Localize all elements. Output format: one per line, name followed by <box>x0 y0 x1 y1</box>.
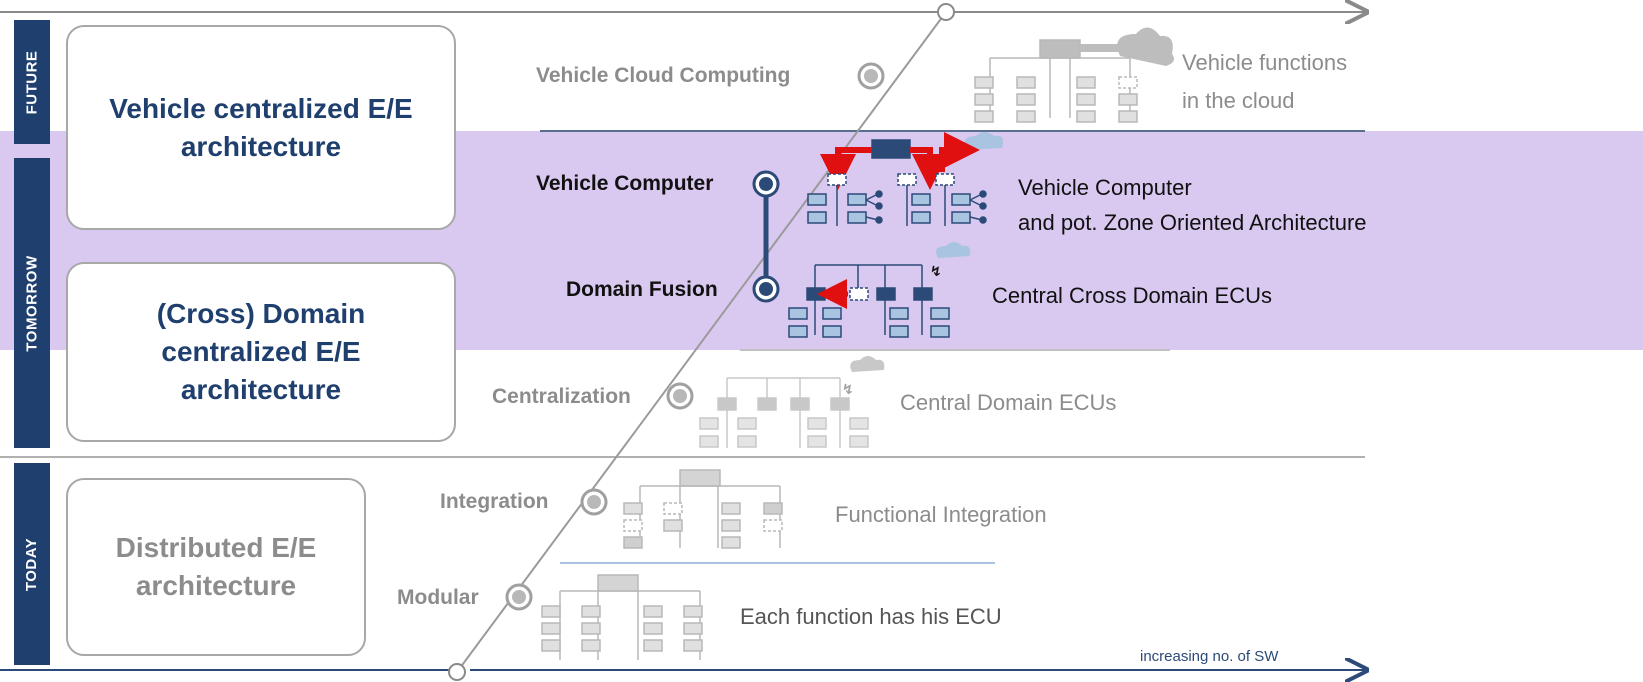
step-label-integration: Integration <box>440 490 549 513</box>
era-bar-future: FUTURE <box>14 20 50 144</box>
desc-integration: Functional Integration <box>835 502 1047 527</box>
vehicle-computer-illustration <box>807 132 1003 226</box>
architecture-title-cross-domain: (Cross) Domain centralized E/E architect… <box>156 298 366 405</box>
integration-illustration <box>623 469 783 549</box>
era-label-future: FUTURE <box>23 50 41 114</box>
desc-cloud-line-1: Vehicle functions <box>1182 50 1348 75</box>
modular-illustration <box>541 574 703 660</box>
step-label-cloud-computing: Vehicle Cloud Computing <box>536 64 791 87</box>
era-label-today: TODAY <box>23 537 41 591</box>
cloud-architecture-illustration <box>974 27 1174 123</box>
domain-fusion-illustration: ↯ <box>788 242 971 338</box>
node-modular <box>505 583 533 611</box>
evolution-diagonal-line <box>456 11 947 673</box>
x-axis-label: increasing no. of SW <box>1140 648 1279 665</box>
architecture-box-cross-domain: (Cross) Domain centralized E/E architect… <box>66 262 456 442</box>
desc-centralization: Central Domain ECUs <box>900 390 1117 415</box>
era-bar-today: TODAY <box>14 463 50 665</box>
node-vehicle-computer <box>752 170 780 198</box>
step-label-vehicle-computer: Vehicle Computer <box>536 172 714 195</box>
diagonal-start-node <box>448 663 466 681</box>
desc-domain-fusion: Central Cross Domain ECUs <box>992 283 1272 308</box>
node-domain-fusion <box>752 275 780 303</box>
desc-computer-line-1: Vehicle Computer <box>1018 175 1192 200</box>
node-centralization <box>666 382 694 410</box>
era-bar-tomorrow: TOMORROW <box>14 158 50 448</box>
step-label-modular: Modular <box>397 586 479 609</box>
step-label-centralization: Centralization <box>492 385 631 408</box>
architecture-box-distributed: Distributed E/E architecture <box>66 478 366 656</box>
step-label-domain-fusion: Domain Fusion <box>566 278 718 301</box>
desc-cloud-line-2: in the cloud <box>1182 88 1295 113</box>
svg-text:↯: ↯ <box>930 264 942 280</box>
node-cloud-computing <box>857 62 885 90</box>
diagonal-end-node <box>937 3 955 21</box>
centralization-illustration: ↯ <box>699 356 885 448</box>
era-label-tomorrow: TOMORROW <box>23 254 41 352</box>
desc-modular: Each function has his ECU <box>740 604 1002 629</box>
svg-text:↯: ↯ <box>842 382 854 398</box>
desc-computer-line-2: and pot. Zone Oriented Architecture <box>1018 210 1367 235</box>
architecture-title-distributed: Distributed E/E architecture <box>115 532 317 601</box>
architecture-title-centralized: Vehicle centralized E/E architecture <box>109 92 413 162</box>
architecture-box-centralized: Vehicle centralized E/E architecture <box>66 25 456 230</box>
node-integration <box>580 488 608 516</box>
